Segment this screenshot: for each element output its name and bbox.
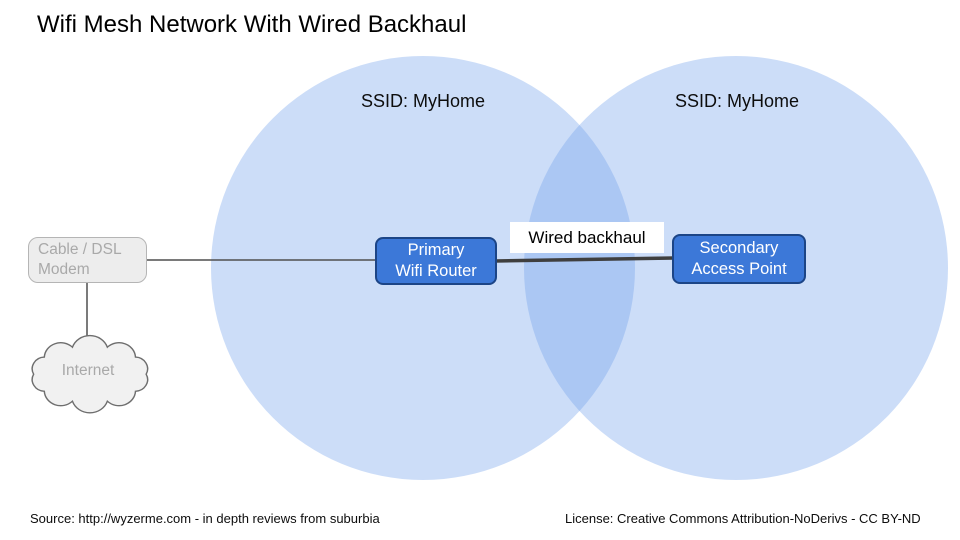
- cable-dsl-modem-node: Cable / DSL Modem: [28, 237, 147, 283]
- ssid-label-primary: SSID: MyHome: [360, 91, 486, 111]
- secondary-access-point-node: Secondary Access Point: [672, 234, 806, 284]
- ssid-label-secondary: SSID: MyHome: [674, 91, 800, 111]
- internet-cloud-icon: [31, 334, 149, 414]
- page-title: Wifi Mesh Network With Wired Backhaul: [37, 11, 467, 38]
- wired-backhaul-line: [494, 256, 675, 263]
- footer-license-text: License: Creative Commons Attribution-No…: [565, 511, 921, 526]
- footer-source-text: Source: http://wyzerme.com - in depth re…: [30, 511, 380, 526]
- primary-wifi-router-node: Primary Wifi Router: [375, 237, 497, 285]
- wired-backhaul-label: Wired backhaul: [510, 222, 664, 253]
- internet-label: Internet: [61, 362, 115, 379]
